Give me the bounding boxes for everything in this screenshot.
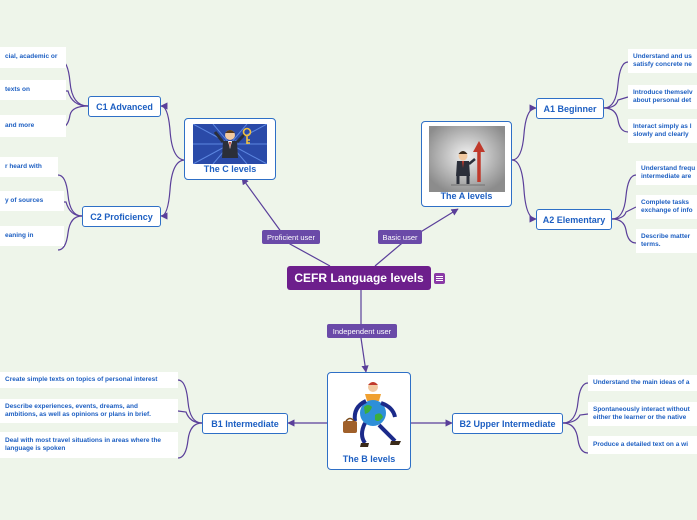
proficient-user-label: Proficient user <box>262 230 320 244</box>
leaf-c2-3[interactable]: eaning in <box>0 226 64 246</box>
leaf-c1-1[interactable]: cial, academic or <box>0 47 66 68</box>
a-levels-caption: The A levels <box>440 191 493 201</box>
leaf-a1-2[interactable]: Introduce themselv about personal det <box>628 85 697 109</box>
leaf-b1-2[interactable]: Describe experiences, events, dreams, an… <box>0 399 178 423</box>
level-c1[interactable]: C1 Advanced <box>88 96 161 117</box>
businessman-with-arrow-icon <box>429 126 505 192</box>
leaf-b1-1[interactable]: Create simple texts on topics of persona… <box>0 372 178 388</box>
level-b2[interactable]: B2 Upper Intermediate <box>452 413 563 434</box>
businessman-with-key-icon <box>193 124 267 164</box>
traveler-on-globe-icon <box>343 382 401 447</box>
leaf-a2-2[interactable]: Complete tasks exchange of info <box>636 195 697 219</box>
note-icon[interactable] <box>434 273 445 284</box>
leaf-a2-1[interactable]: Understand frequ intermediate are <box>636 161 697 185</box>
level-a2[interactable]: A2 Elementary <box>536 209 612 230</box>
basic-user-label: Basic user <box>378 230 422 244</box>
b-levels-node[interactable]: The B levels <box>327 372 411 470</box>
leaf-a2-3[interactable]: Describe matter terms. <box>636 229 697 253</box>
level-b1[interactable]: B1 Intermediate <box>202 413 288 434</box>
a-levels-node[interactable]: The A levels <box>421 121 512 207</box>
leaf-b2-2[interactable]: Spontaneously interact without either th… <box>588 402 697 426</box>
leaf-a1-3[interactable]: Interact simply as l slowly and clearly <box>628 119 697 143</box>
central-topic[interactable]: CEFR Language levels <box>287 266 431 290</box>
c-levels-node[interactable]: The C levels <box>184 118 276 180</box>
independent-user-label: Independent user <box>327 324 397 338</box>
b-levels-caption: The B levels <box>342 454 396 464</box>
c-levels-caption: The C levels <box>203 164 257 174</box>
level-c2[interactable]: C2 Proficiency <box>82 206 161 227</box>
leaf-b2-1[interactable]: Understand the main ideas of a <box>588 375 697 391</box>
leaf-b2-3[interactable]: Produce a detailed text on a wi <box>588 436 697 454</box>
leaf-a1-1[interactable]: Understand and us satisfy concrete ne <box>628 49 697 73</box>
leaf-c2-2[interactable]: y of sources <box>0 191 64 211</box>
leaf-c1-2[interactable]: texts on <box>0 80 66 100</box>
leaf-b1-3[interactable]: Deal with most travel situations in area… <box>0 432 178 458</box>
level-a1[interactable]: A1 Beginner <box>536 98 604 119</box>
leaf-c1-3[interactable]: and more <box>0 115 66 137</box>
leaf-c2-1[interactable]: r heard with <box>0 157 58 177</box>
